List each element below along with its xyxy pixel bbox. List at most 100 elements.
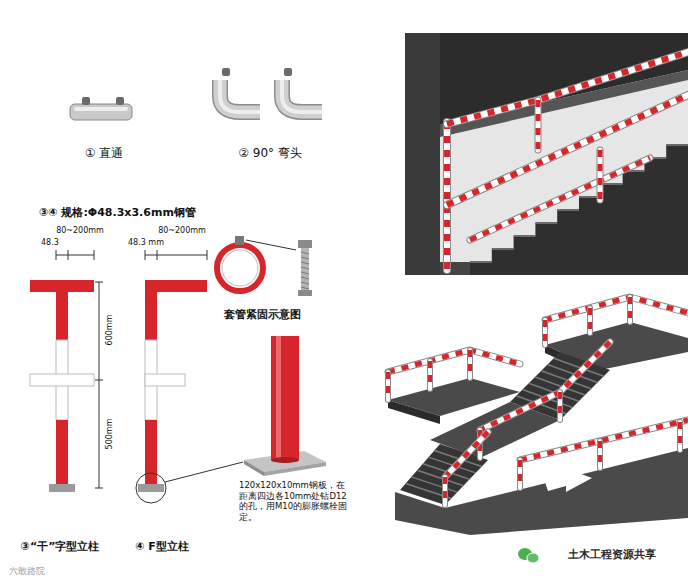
post-red-bottom bbox=[145, 420, 157, 485]
part-name: ① 直通 bbox=[84, 146, 125, 161]
pipe-white bbox=[536, 100, 541, 150]
pipe-white bbox=[518, 460, 522, 488]
pipe-white bbox=[598, 441, 602, 468]
floor-arrow bbox=[545, 470, 592, 492]
pipe-red-stripe bbox=[386, 372, 390, 400]
pipe-white bbox=[588, 308, 592, 333]
pipe-outline bbox=[677, 422, 683, 450]
bolt-thread bbox=[301, 262, 309, 264]
mid-stub bbox=[145, 374, 185, 386]
base-plate bbox=[138, 484, 164, 492]
pipe-outline bbox=[447, 95, 688, 205]
pipe-outline bbox=[480, 342, 610, 430]
pipe-white bbox=[598, 150, 603, 200]
pipe-outline bbox=[542, 320, 548, 345]
pipe-white bbox=[558, 392, 562, 420]
pipe-red-stripe bbox=[518, 460, 522, 488]
pipe-red-stripe bbox=[468, 350, 472, 378]
dim-tick bbox=[95, 282, 103, 283]
stair-step-edge bbox=[417, 470, 463, 485]
dim-line bbox=[99, 282, 100, 488]
base-plate bbox=[49, 484, 75, 492]
dimension: 600mm bbox=[105, 314, 115, 347]
pipe-outline bbox=[445, 432, 488, 477]
pipe-outline bbox=[427, 361, 433, 389]
pipe-red-stripe bbox=[520, 420, 688, 460]
pipe-red-stripe bbox=[598, 150, 603, 200]
pipe-outline bbox=[557, 392, 563, 420]
tread-edge bbox=[514, 235, 536, 237]
sleeve-ring bbox=[217, 245, 263, 291]
tread-edge bbox=[601, 183, 623, 185]
pipe-white bbox=[447, 95, 688, 205]
bolt-thread bbox=[301, 287, 309, 289]
pipe-white bbox=[445, 432, 488, 477]
elbow-outline bbox=[282, 80, 322, 112]
bolt-thread bbox=[301, 272, 309, 274]
pipe-outline bbox=[442, 477, 448, 505]
top-bar bbox=[30, 280, 94, 292]
coupler-bolt bbox=[82, 97, 90, 105]
pipe-white bbox=[468, 350, 472, 378]
dim-line bbox=[56, 255, 94, 256]
bolt-head bbox=[298, 240, 312, 248]
pipe-red-stripe bbox=[480, 342, 610, 430]
dimension: 500mm bbox=[105, 418, 115, 451]
pipe-outline bbox=[470, 158, 650, 240]
pipe-red-stripe bbox=[428, 361, 432, 389]
plate-note: 120x120x10mm钢板，在距离四边各10mm处钻D12的孔，用M10的膨胀… bbox=[238, 480, 352, 523]
pipe-red-stripe bbox=[558, 392, 562, 420]
pipe-outline bbox=[627, 297, 633, 322]
pipe-white bbox=[444, 122, 450, 270]
spec-note: ③④ 规格:Φ48.3x3.6mm钢管 bbox=[38, 206, 197, 220]
pipe-outline bbox=[545, 297, 688, 320]
leader-line bbox=[165, 462, 243, 482]
pipe-white bbox=[470, 158, 650, 240]
tread-edge bbox=[666, 144, 688, 146]
pipe-outline bbox=[467, 350, 473, 378]
tread-edge bbox=[535, 222, 557, 224]
pipe-outline bbox=[385, 372, 391, 400]
dim-line bbox=[145, 255, 207, 256]
straight-coupler bbox=[70, 104, 132, 120]
tread-edge bbox=[557, 209, 579, 211]
pipe-white bbox=[388, 350, 520, 372]
pipe-outline bbox=[597, 150, 604, 200]
pipe-red-stripe bbox=[447, 95, 688, 205]
pipe-red-stripe bbox=[444, 122, 450, 270]
tread-edge bbox=[492, 248, 514, 250]
pipe-red-stripe bbox=[543, 320, 547, 345]
pipe-white bbox=[628, 297, 632, 322]
pipe-white bbox=[520, 420, 688, 460]
dim-tick bbox=[95, 380, 103, 381]
bolt-thread bbox=[301, 267, 309, 269]
pipe-outline bbox=[443, 122, 451, 270]
pipe-red-stripe bbox=[588, 308, 592, 333]
lower-flight bbox=[470, 132, 688, 275]
pipe-red-stripe bbox=[445, 432, 488, 477]
dimension: 48.3 mm bbox=[127, 238, 165, 248]
figure-title: ③“干”字型立柱 bbox=[20, 540, 101, 554]
part-name: ② 90° 弯头 bbox=[237, 146, 303, 161]
bolt-thread bbox=[301, 277, 309, 279]
pipe-red-stripe bbox=[545, 297, 688, 320]
panel-ground bbox=[405, 33, 688, 275]
steel-plate-edge bbox=[264, 462, 326, 476]
coupler-bolt bbox=[116, 97, 124, 105]
bolt-thread bbox=[301, 282, 309, 284]
pipe-white bbox=[386, 372, 390, 400]
detail-circle bbox=[136, 473, 166, 503]
stair-step-edge bbox=[411, 477, 457, 492]
figure-title: ④ F型立柱 bbox=[134, 540, 190, 554]
pipe-outline bbox=[388, 350, 520, 372]
pipe-white bbox=[480, 342, 610, 430]
bolt-shaft bbox=[301, 248, 309, 290]
sleeve-inner bbox=[222, 250, 258, 286]
pipe-red-stripe bbox=[628, 297, 632, 322]
slab-edge bbox=[440, 70, 688, 137]
elbow-highlight bbox=[282, 80, 322, 112]
elbow-bolt bbox=[284, 68, 292, 76]
pipe-white bbox=[443, 477, 447, 505]
bolt-thread bbox=[301, 252, 309, 254]
